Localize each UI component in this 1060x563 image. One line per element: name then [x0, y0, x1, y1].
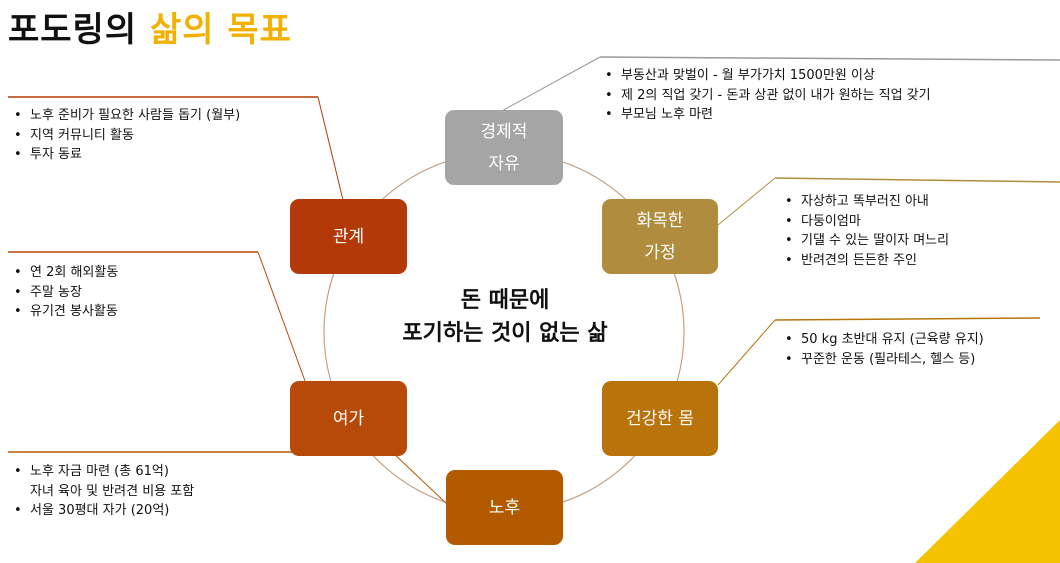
callout-line-health — [717, 319, 776, 386]
node-economic-freedom: 경제적 자유 — [445, 110, 563, 185]
bullets-retirement: 노후 자금 마련 (총 61억) 자녀 육아 및 반려견 비용 포함 서울 30평… — [12, 462, 194, 521]
bullets-health: 50 kg 초반대 유지 (근육량 유지) 꾸준한 운동 (필라테스, 헬스 등… — [783, 330, 984, 369]
bullet-item: 제 2의 직업 갖기 - 돈과 상관 없이 내가 원하는 직업 갖기 — [603, 86, 931, 106]
callout-line-economic — [499, 56, 601, 113]
callout-line-leisure — [257, 251, 306, 382]
bullet-item: 반려견의 든든한 주인 — [783, 251, 949, 271]
callout-line-relation — [317, 96, 344, 201]
bullets-family: 자상하고 똑부러진 아내 다둥이엄마 기댈 수 있는 딸이자 며느리 반려견의 … — [783, 192, 949, 270]
bullet-item: 유기견 봉사활동 — [12, 302, 118, 322]
bullet-item: 부모님 노후 마련 — [603, 105, 931, 125]
bullets-relationship: 노후 준비가 필요한 사람들 돕기 (월부) 지역 커뮤니티 활동 투자 동료 — [12, 106, 240, 165]
node-relationship-label: 관계 — [332, 226, 365, 247]
node-relationship: 관계 — [290, 199, 407, 274]
callout-line-family — [717, 177, 776, 226]
bullet-item: 부동산과 맞벌이 - 월 부가가치 1500만원 이상 — [603, 66, 931, 86]
bullet-item: 자상하고 똑부러진 아내 — [783, 192, 949, 212]
callout-line-retire — [391, 451, 449, 506]
page-title: 포도링의 삶의 목표 — [8, 2, 292, 51]
node-family-line-1: 화목한 — [636, 210, 684, 231]
bullet-item: 50 kg 초반대 유지 (근육량 유지) — [783, 330, 984, 350]
node-health: 건강한 몸 — [602, 381, 718, 456]
node-retirement-label: 노후 — [488, 497, 521, 518]
bullets-leisure: 연 2회 해외활동 주말 농장 유기견 봉사활동 — [12, 263, 118, 322]
center-line-2: 포기하는 것이 없는 삶 — [402, 321, 608, 346]
title-accent: 삶의 목표 — [149, 10, 292, 50]
node-retirement: 노후 — [446, 470, 563, 545]
bullet-item: 서울 30평대 자가 (20억) — [12, 501, 194, 521]
node-economic-line-2: 자유 — [488, 153, 520, 174]
callout-rule-family — [774, 177, 1060, 183]
bullet-item: 투자 동료 — [12, 145, 240, 165]
center-goal: 돈 때문에 포기하는 것이 없는 삶 — [340, 284, 670, 350]
bullet-item: 연 2회 해외활동 — [12, 263, 118, 283]
bullet-item: 노후 준비가 필요한 사람들 돕기 (월부) — [12, 106, 240, 126]
bullet-continuation: 자녀 육아 및 반려견 비용 포함 — [30, 483, 195, 499]
node-family: 화목한 가정 — [602, 199, 718, 274]
node-health-label: 건강한 몸 — [626, 408, 694, 429]
bullet-item: 주말 농장 — [12, 283, 118, 303]
callout-rule-economic — [599, 56, 1060, 61]
center-line-1: 돈 때문에 — [460, 288, 550, 313]
bullet-item: 노후 자금 마련 (총 61억) 자녀 육아 및 반려견 비용 포함 — [12, 462, 194, 501]
node-family-line-2: 가정 — [644, 242, 676, 263]
bullet-item: 다둥이엄마 — [783, 212, 949, 232]
bullets-economic: 부동산과 맞벌이 - 월 부가가치 1500만원 이상 제 2의 직업 갖기 -… — [603, 66, 931, 125]
node-economic-line-1: 경제적 — [480, 121, 528, 142]
node-leisure: 여가 — [290, 381, 407, 456]
bullet-item: 꾸준한 운동 (필라테스, 헬스 등) — [783, 350, 984, 370]
bullet-item: 기댈 수 있는 딸이자 며느리 — [783, 231, 949, 251]
bullet-item: 지역 커뮤니티 활동 — [12, 126, 240, 146]
bullet-text: 노후 자금 마련 (총 61억) — [30, 464, 169, 479]
title-main: 포도링의 — [8, 10, 150, 50]
node-leisure-label: 여가 — [332, 408, 365, 429]
callout-rule-health — [774, 317, 1041, 321]
